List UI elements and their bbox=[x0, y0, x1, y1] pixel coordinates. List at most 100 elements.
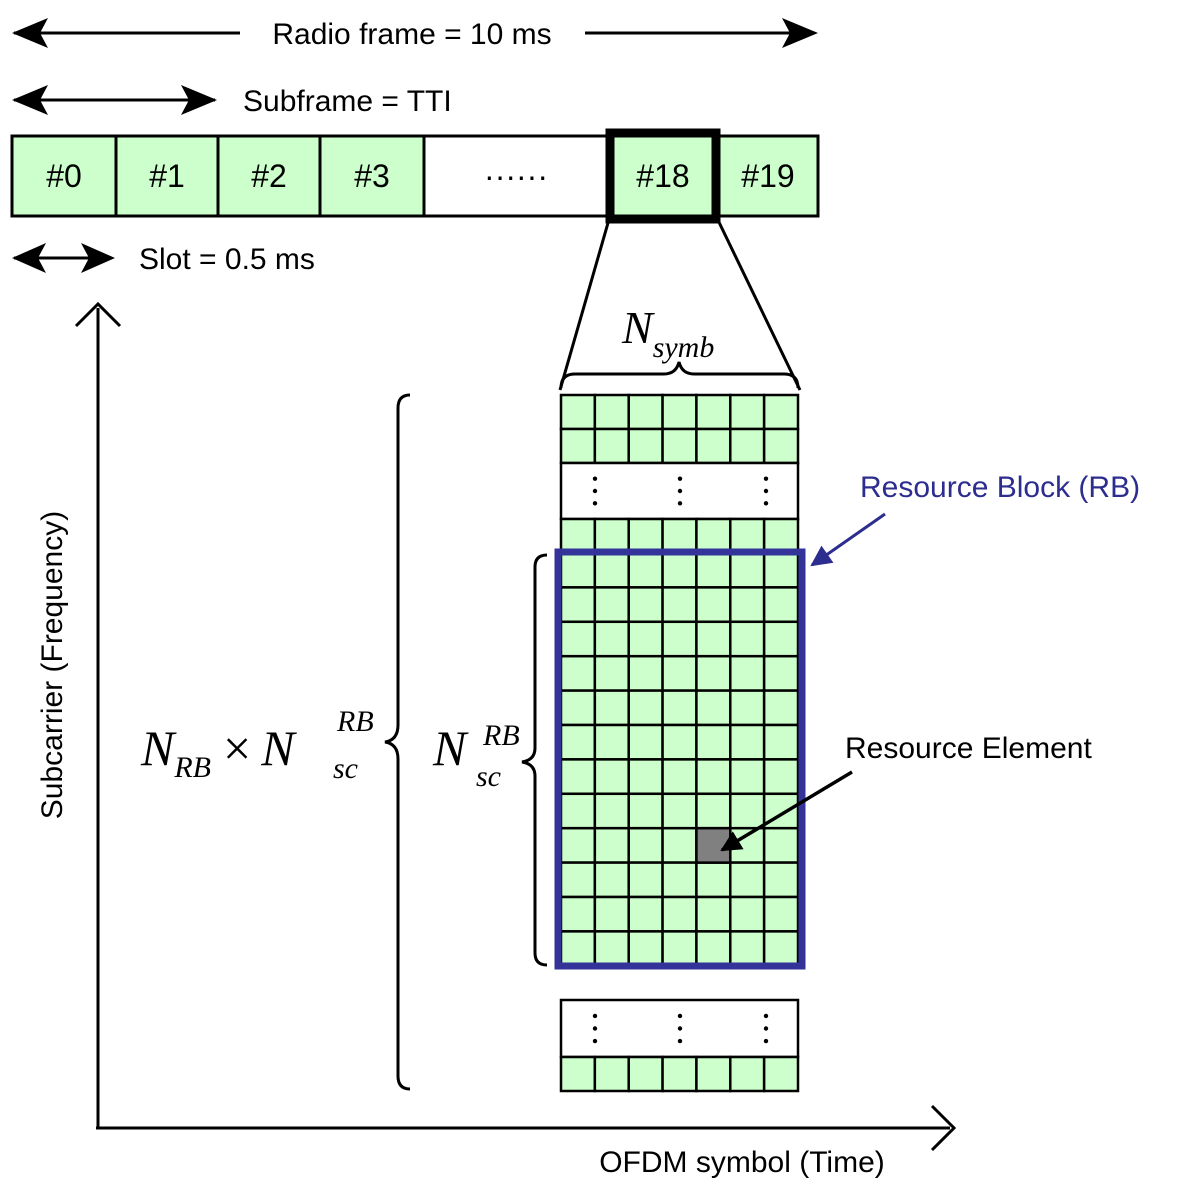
resource-grid-cell bbox=[559, 427, 597, 465]
resource-grid-cell bbox=[559, 620, 597, 658]
subframe-arrow bbox=[12, 85, 217, 115]
ellipsis-dot bbox=[677, 1026, 683, 1031]
resource-grid-cell bbox=[729, 792, 766, 830]
resource-grid-cell bbox=[661, 1055, 698, 1093]
resource-grid-cell bbox=[593, 861, 630, 899]
ellipsis-dot bbox=[677, 488, 683, 494]
resource-grid-cell bbox=[593, 427, 630, 465]
x-axis-label: OFDM symbol (Time) bbox=[599, 1146, 885, 1179]
resource-grid-cell bbox=[593, 1055, 630, 1093]
x-axis bbox=[96, 1104, 957, 1152]
resource-grid-cell bbox=[593, 654, 630, 692]
resource-grid-cell bbox=[695, 620, 732, 658]
n-sc-sup: RB bbox=[482, 719, 520, 752]
resource-grid-cell bbox=[559, 792, 597, 830]
slot-label: #19 bbox=[741, 158, 794, 194]
resource-grid-cell bbox=[559, 723, 597, 761]
resource-grid-cell bbox=[661, 895, 698, 933]
resource-grid-cell bbox=[627, 826, 664, 864]
ellipsis-dot bbox=[592, 488, 598, 494]
resource-grid-cell bbox=[593, 723, 630, 761]
resource-grid-cell bbox=[661, 427, 698, 465]
ellipsis-dot bbox=[592, 476, 598, 481]
resource-grid-cell bbox=[559, 586, 597, 624]
resource-grid-cell bbox=[695, 586, 732, 624]
ellipsis-dot bbox=[592, 1038, 598, 1044]
ellipsis-dot bbox=[763, 1013, 769, 1019]
resource-grid-cell bbox=[559, 654, 597, 692]
slot-ellipsis-label: ······ bbox=[484, 158, 548, 194]
resource-grid-cell bbox=[729, 1055, 766, 1093]
slot-cell bbox=[10, 134, 118, 218]
resource-grid-cell bbox=[762, 895, 800, 933]
resource-block-border bbox=[554, 548, 806, 970]
slot-label: #0 bbox=[46, 158, 82, 194]
ellipsis-dot bbox=[677, 1038, 683, 1044]
n-sc-rb-label: N bbox=[432, 720, 469, 776]
resource-grid-cell bbox=[729, 551, 766, 589]
radio-frame-arrow bbox=[12, 18, 818, 48]
n-sc-sub: sc bbox=[476, 760, 501, 793]
resource-grid-cell bbox=[762, 723, 800, 761]
resource-grid-cell bbox=[627, 654, 664, 692]
resource-grid-cell bbox=[762, 586, 800, 624]
resource-grid-cell bbox=[627, 427, 664, 465]
resource-grid-cell bbox=[627, 895, 664, 933]
ellipsis-dot bbox=[763, 476, 769, 481]
resource-grid-cell bbox=[695, 517, 732, 555]
ellipsis-dot bbox=[592, 1013, 598, 1019]
resource-grid-cell bbox=[627, 551, 664, 589]
resource-grid-cell bbox=[559, 393, 597, 431]
resource-grid-cell bbox=[593, 930, 630, 968]
ellipsis-dot bbox=[677, 501, 683, 506]
resource-grid-cell bbox=[627, 758, 664, 796]
bracket-icon bbox=[559, 361, 800, 389]
radio-frame-label: Radio frame = 10 ms bbox=[272, 18, 551, 51]
resource-grid-cell bbox=[661, 551, 698, 589]
resource-grid-cell bbox=[762, 551, 800, 589]
resource-grid-cell bbox=[559, 826, 597, 864]
resource-grid-cell bbox=[762, 654, 800, 692]
ellipsis-dot bbox=[677, 476, 683, 481]
slot-cell bbox=[216, 134, 322, 218]
resource-grid-cell bbox=[593, 393, 630, 431]
resource-grid-cell bbox=[559, 551, 597, 589]
ellipsis-dot bbox=[592, 501, 598, 506]
resource-grid-cell bbox=[729, 586, 766, 624]
resource-grid-cell bbox=[627, 689, 664, 727]
slot-bar: #0#1#2#3······#18#19 bbox=[10, 128, 820, 224]
resource-grid-cell bbox=[627, 723, 664, 761]
resource-block-arrow bbox=[810, 512, 886, 567]
zoom-line-right bbox=[714, 215, 802, 391]
resource-grid-cell bbox=[695, 723, 732, 761]
subframe-label: Subframe = TTI bbox=[243, 85, 452, 118]
resource-grid-cell bbox=[729, 517, 766, 555]
resource-grid-cell bbox=[593, 792, 630, 830]
y-axis bbox=[74, 301, 122, 1128]
resource-grid-cell bbox=[593, 517, 630, 555]
resource-grid-cell bbox=[627, 930, 664, 968]
resource-grid-cell bbox=[661, 393, 698, 431]
resource-grid-cell bbox=[729, 861, 766, 899]
resource-grid-cell bbox=[627, 620, 664, 658]
resource-grid-cell bbox=[661, 586, 698, 624]
resource-grid-cell bbox=[729, 930, 766, 968]
resource-grid-cell bbox=[762, 1055, 800, 1093]
resource-grid-cell bbox=[627, 792, 664, 830]
resource-grid-cell bbox=[762, 930, 800, 968]
resource-grid-cell bbox=[661, 758, 698, 796]
slot-cell bbox=[318, 134, 426, 218]
slot-cell bbox=[608, 134, 718, 218]
resource-grid-cell bbox=[559, 758, 597, 796]
resource-grid-cell bbox=[593, 620, 630, 658]
resource-grid-cell bbox=[661, 861, 698, 899]
resource-grid-cell bbox=[695, 551, 732, 589]
resource-grid-cell bbox=[729, 620, 766, 658]
resource-grid-cell bbox=[729, 895, 766, 933]
ellipsis-dot bbox=[677, 1013, 683, 1019]
resource-grid-cell bbox=[762, 393, 800, 431]
resource-grid-cell bbox=[729, 393, 766, 431]
ellipsis-dot bbox=[592, 1026, 598, 1031]
resource-grid-cell bbox=[593, 758, 630, 796]
resource-grid-cell bbox=[695, 861, 732, 899]
